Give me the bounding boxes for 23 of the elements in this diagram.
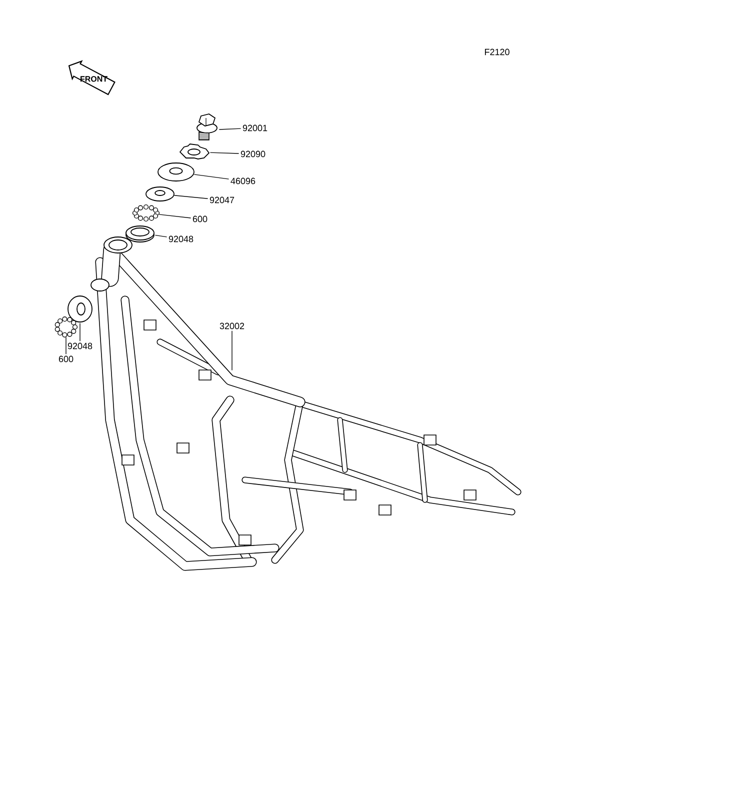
leader-line: [174, 195, 208, 199]
washer-drawing: [158, 162, 194, 182]
leader-line: [210, 152, 240, 154]
callout-number: 92047: [210, 196, 234, 204]
leader-line: [154, 234, 168, 238]
bolt-drawing: [196, 114, 218, 140]
leader-line: [158, 214, 192, 218]
callout-number: 600: [58, 356, 74, 362]
steel-balls-drawing: [132, 204, 160, 222]
callout-number: 92090: [240, 150, 266, 158]
motorcycle-frame-drawing: [90, 236, 522, 571]
washer-drawing: [68, 296, 92, 322]
callout-number: 46096: [230, 178, 256, 184]
callout-number: 600: [192, 216, 208, 222]
leader-line: [218, 128, 242, 130]
drawing-code: F2120: [484, 48, 510, 56]
leader-line: [194, 174, 230, 180]
steel-balls-drawing: [54, 316, 78, 338]
washer-drawing: [146, 186, 174, 202]
callout-number: 92048: [68, 342, 92, 350]
callout-number: 92001: [242, 124, 268, 132]
callout-number: 92048: [168, 236, 194, 242]
bearing-race-drawing: [126, 226, 154, 242]
